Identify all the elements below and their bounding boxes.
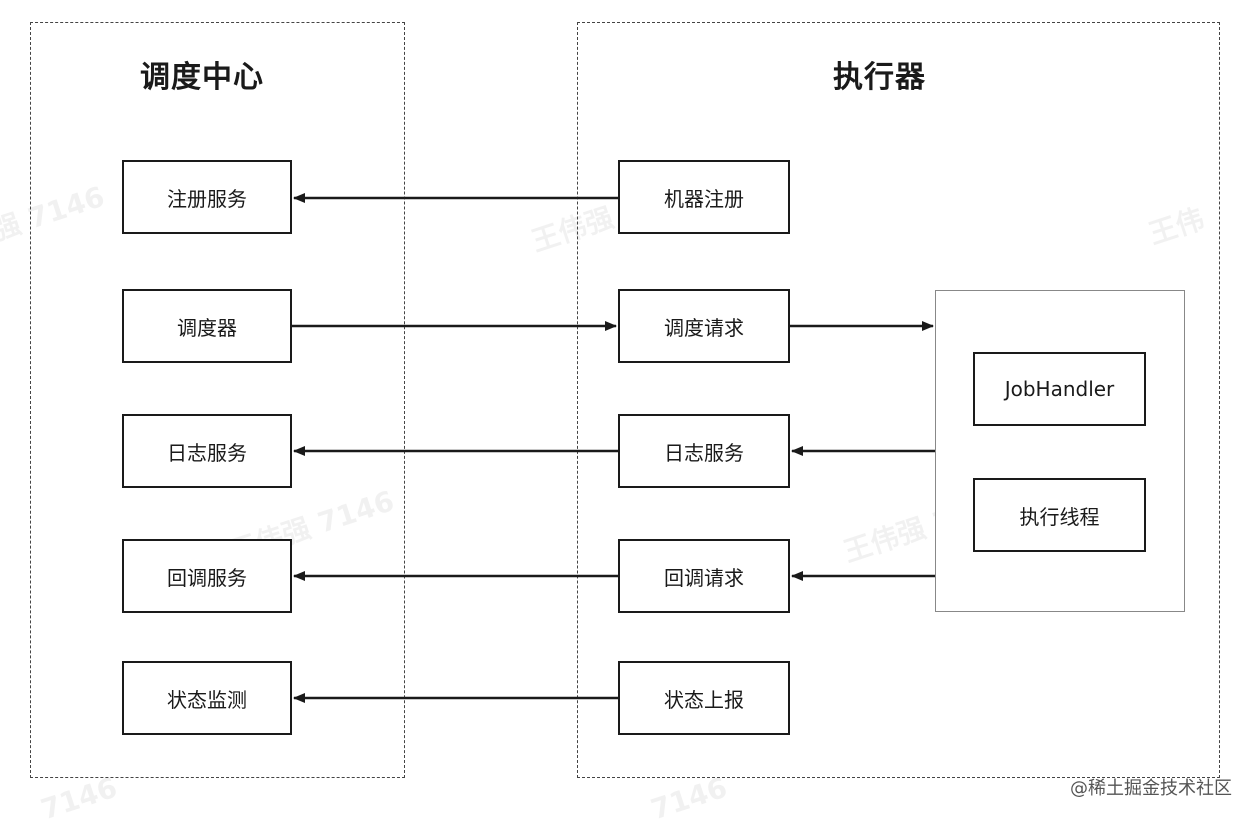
scheduling-center-title: 调度中心 [140,60,264,95]
watermark: 7146 [646,770,732,826]
source-watermark: @稀土掘金技术社区 [1070,778,1232,799]
scheduling-center-group [30,22,405,778]
job-handler-container [935,290,1185,612]
callback-service-box: 回调服务 [122,539,292,613]
watermark: 7146 [36,770,122,826]
status-monitor-box: 状态监测 [122,661,292,735]
log-service-box: 日志服务 [122,414,292,488]
executor-group [577,22,1220,778]
scheduler-box: 调度器 [122,289,292,363]
callback-request-box: 回调请求 [618,539,790,613]
job-handler-box: JobHandler [973,352,1146,426]
exec-thread-box: 执行线程 [973,478,1146,552]
machine-register-box: 机器注册 [618,160,790,234]
register-service-box: 注册服务 [122,160,292,234]
executor-title: 执行器 [833,60,926,95]
schedule-request-box: 调度请求 [618,289,790,363]
status-report-box: 状态上报 [618,661,790,735]
executor-log-service-box: 日志服务 [618,414,790,488]
